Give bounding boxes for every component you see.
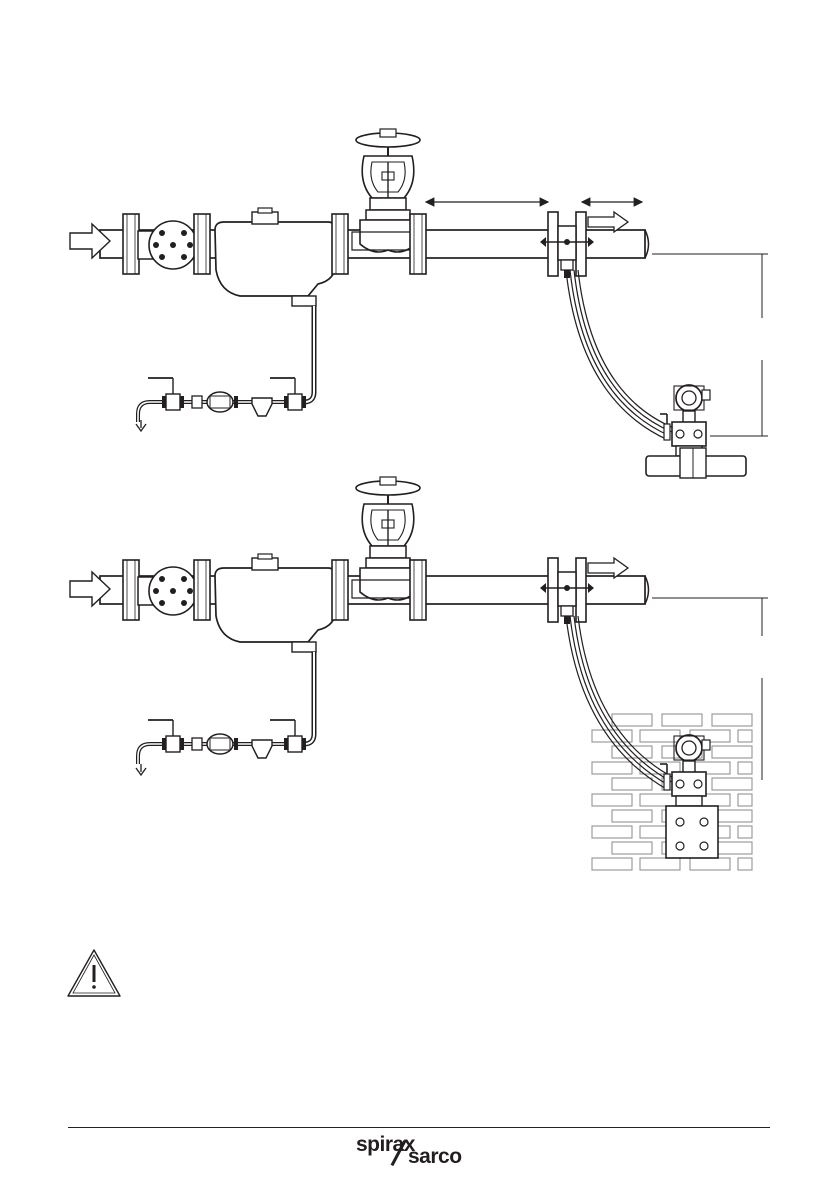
outlet-arrow-icon	[588, 558, 628, 578]
flange-icon	[332, 214, 348, 274]
flange-icon	[194, 214, 210, 274]
lower-installation	[70, 477, 768, 870]
logo-word-sarco: sarco	[408, 1145, 462, 1169]
flange-icon	[410, 214, 426, 274]
dp-transmitter-icon	[660, 385, 710, 456]
flow-meter-icon	[540, 558, 594, 624]
drain-outlet-arrow-icon	[136, 764, 146, 775]
flange-icon	[194, 560, 210, 620]
flange-icon	[410, 560, 426, 620]
spirax-sarco-logo-icon: spirax sarco	[352, 1133, 492, 1173]
upper-installation	[70, 129, 768, 478]
flange-icon	[123, 560, 139, 620]
flow-meter-icon	[540, 212, 594, 278]
separator-icon	[215, 208, 336, 306]
footer-rule	[68, 1127, 770, 1128]
flange-icon	[332, 560, 348, 620]
impulse-lines	[566, 270, 674, 440]
wall-mounting-plate	[666, 806, 718, 858]
condensate-drain-line	[138, 378, 306, 422]
outlet-arrow-icon	[588, 212, 628, 232]
logo-word-spirax: spirax	[356, 1133, 415, 1157]
condensate-drain-line	[138, 720, 306, 764]
flange-icon	[123, 214, 139, 274]
separator-icon	[215, 554, 336, 652]
warning-triangle-icon	[68, 950, 120, 996]
